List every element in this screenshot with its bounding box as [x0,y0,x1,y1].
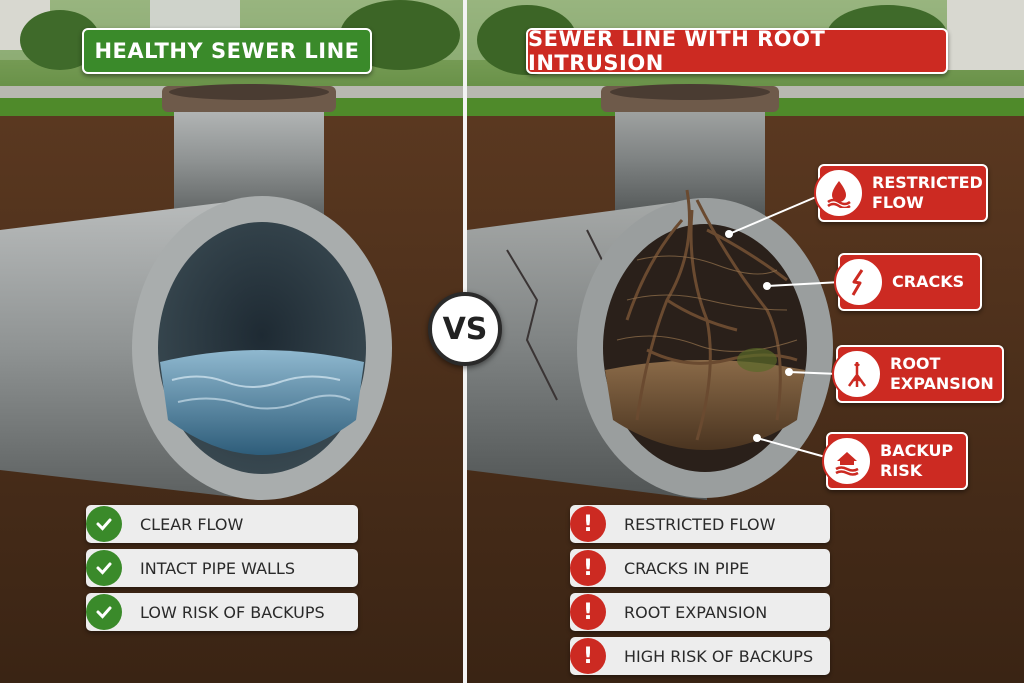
callout-label: RESTRICTED FLOW [872,173,983,212]
callout-label: BACKUP RISK [880,441,954,480]
list-item-label: LOW RISK OF BACKUPS [140,602,325,622]
list-item: ! HIGH RISK OF BACKUPS [570,637,830,675]
callout-root-expansion: ROOT EXPANSION [832,345,1004,403]
root-intrusion-title: SEWER LINE WITH ROOT INTRUSION [526,27,948,75]
exclamation-icon: ! [570,638,606,674]
list-item: ! ROOT EXPANSION [570,593,830,631]
callout-restricted-flow: RESTRICTED FLOW [814,164,988,222]
checkmark-icon [86,506,122,542]
water-drop-icon [814,168,864,218]
list-item: LOW RISK OF BACKUPS [86,593,358,631]
healthy-pipe-illustration [0,0,463,683]
root-intrusion-panel [467,0,1024,683]
root-intrusion-pipe-illustration [467,0,1024,683]
list-item-label: CRACKS IN PIPE [624,558,750,578]
crack-bolt-icon [834,257,884,307]
list-item: ! CRACKS IN PIPE [570,549,830,587]
list-item-label: INTACT PIPE WALLS [140,558,295,578]
list-item: INTACT PIPE WALLS [86,549,358,587]
list-item-label: CLEAR FLOW [140,514,244,534]
callout-cracks: CRACKS [834,253,982,311]
house-flood-icon [822,436,872,486]
exclamation-icon: ! [570,594,606,630]
healthy-checklist: CLEAR FLOW INTACT PIPE WALLS LOW RISK OF… [86,505,358,631]
vs-badge: VS [428,292,502,366]
checkmark-icon [86,594,122,630]
exclamation-icon: ! [570,506,606,542]
healthy-panel [0,0,463,683]
list-item-label: RESTRICTED FLOW [624,514,776,534]
root-icon [832,349,882,399]
exclamation-icon: ! [570,550,606,586]
list-item-label: HIGH RISK OF BACKUPS [624,646,814,666]
healthy-title: HEALTHY SEWER LINE [82,28,372,74]
problem-checklist: ! RESTRICTED FLOW ! CRACKS IN PIPE ! ROO… [570,505,830,675]
list-item-label: ROOT EXPANSION [624,602,768,622]
list-item: ! RESTRICTED FLOW [570,505,830,543]
checkmark-icon [86,550,122,586]
callout-backup-risk: BACKUP RISK [822,432,968,490]
list-item: CLEAR FLOW [86,505,358,543]
callout-label: CRACKS [892,272,965,291]
callout-label: ROOT EXPANSION [890,354,994,393]
